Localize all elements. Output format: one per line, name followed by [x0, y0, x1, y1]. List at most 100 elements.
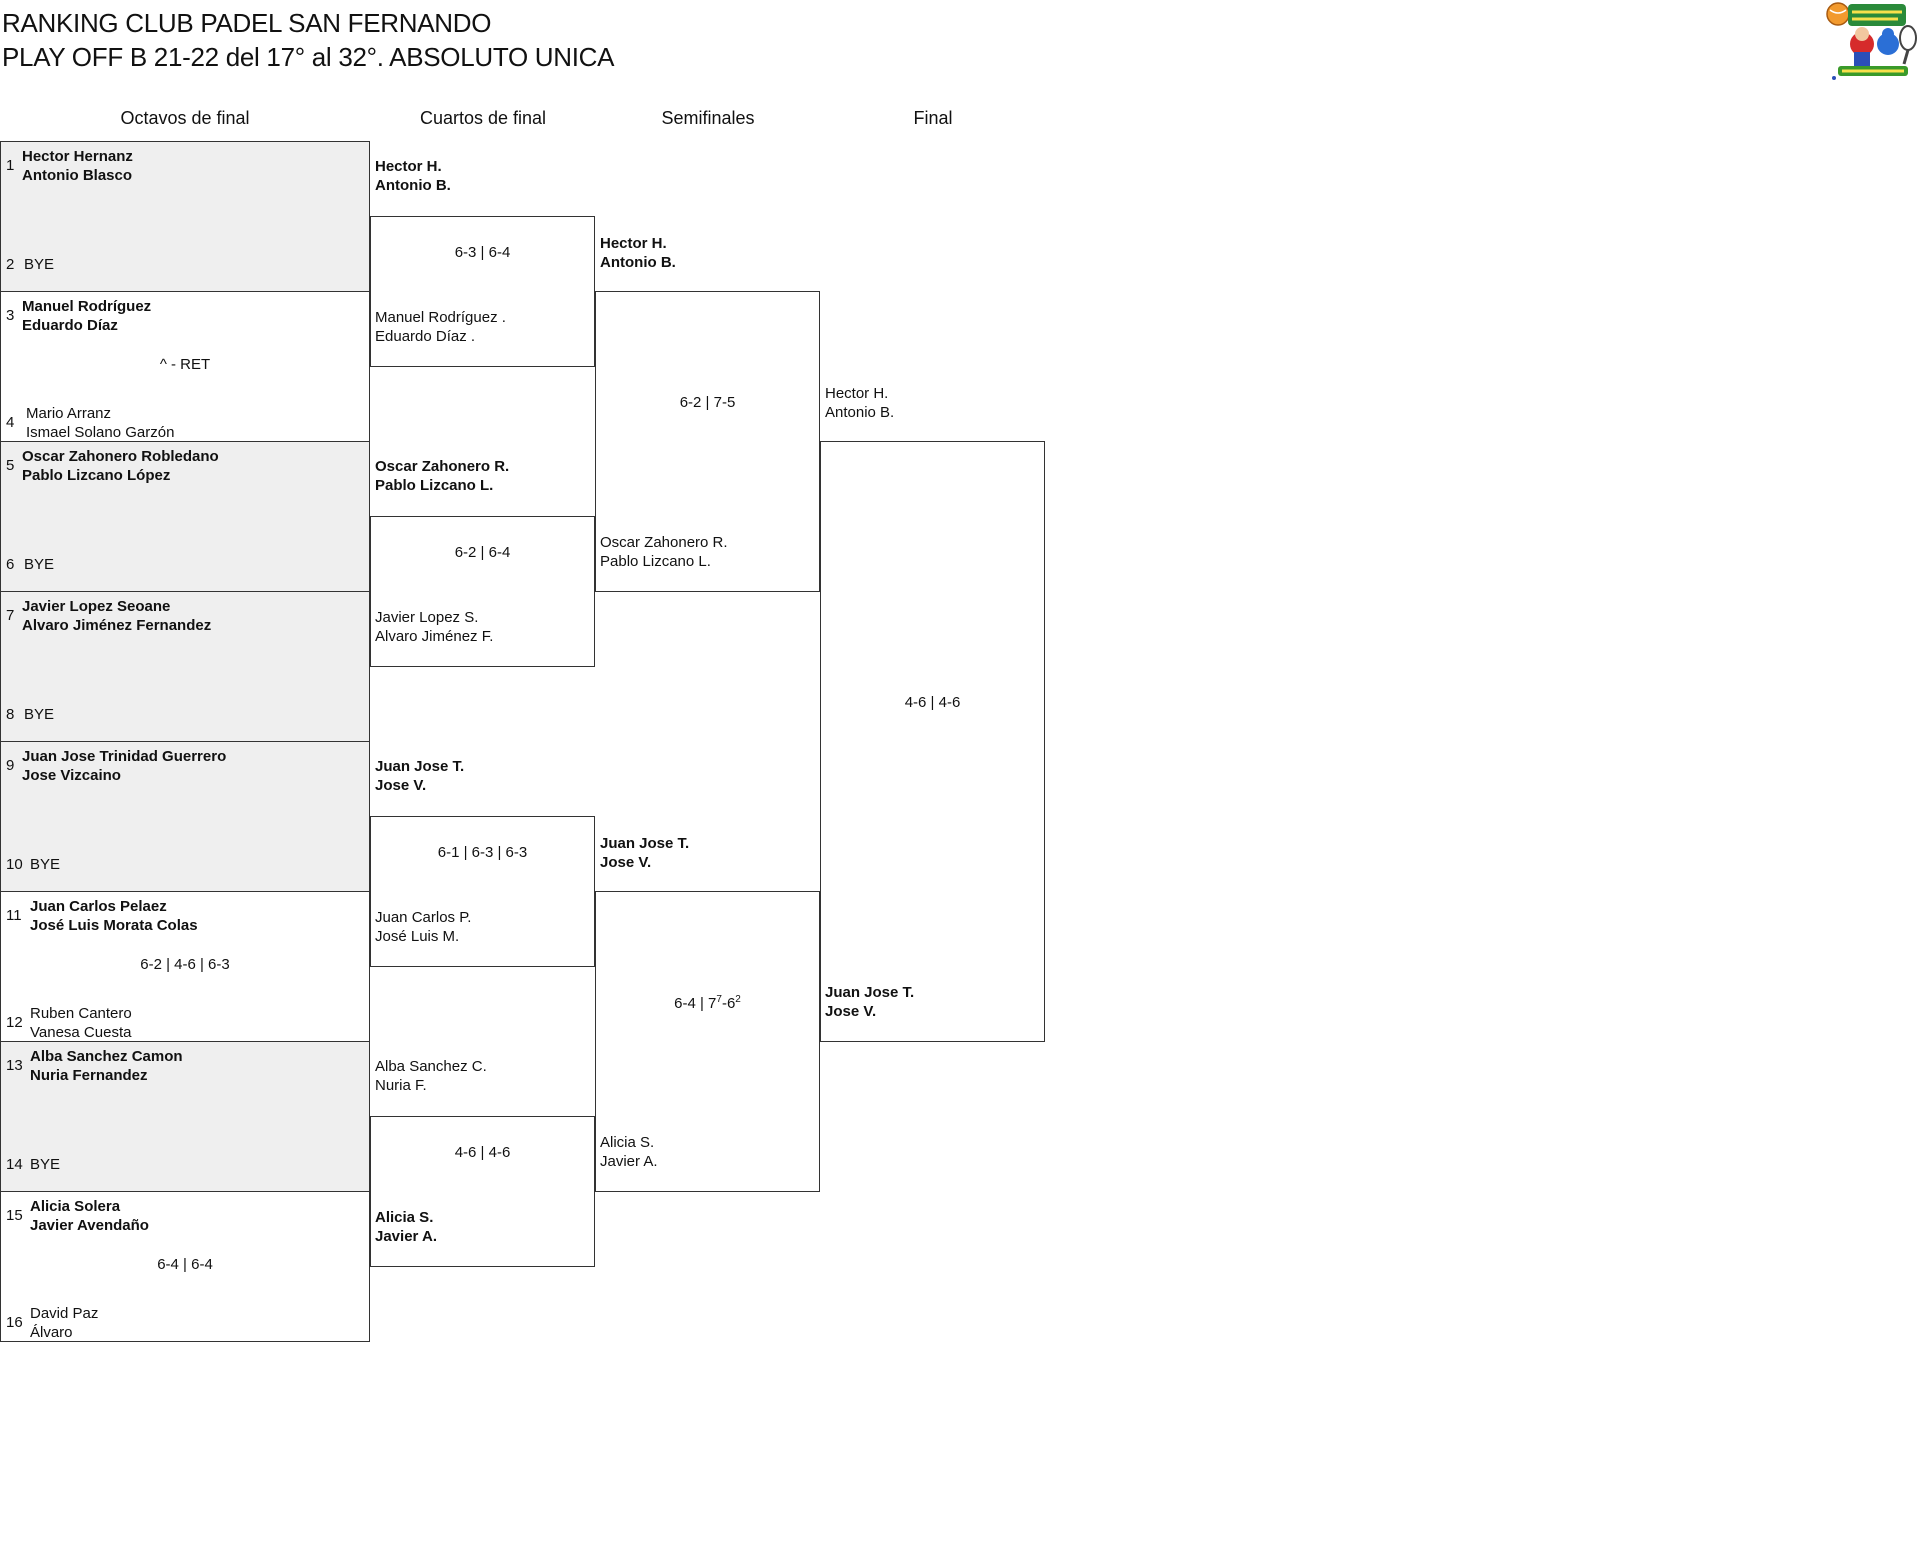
bye-label: BYE	[24, 256, 55, 273]
bye-label: BYE	[24, 556, 55, 573]
match-cell-r16	[0, 741, 370, 892]
player-name: Jose V.	[825, 1003, 877, 1020]
player-name: José Luis M.	[375, 928, 460, 945]
player-name: Oscar Zahonero R.	[600, 534, 728, 551]
player-name: Hector H.	[600, 235, 667, 252]
player-name: Álvaro	[30, 1324, 73, 1341]
bye-label: BYE	[24, 706, 55, 723]
player-name: Antonio B.	[825, 404, 895, 421]
player-name: Antonio B.	[375, 177, 451, 194]
team-names: Alicia S.Javier A.	[375, 1208, 437, 1246]
team-names: Hector H. Antonio B.	[375, 157, 451, 195]
team-names: Oscar Zahonero R. Pablo Lizcano L.	[375, 457, 509, 495]
player-name: Eduardo Díaz	[22, 317, 118, 334]
player-name: Javier Avendaño	[30, 1217, 149, 1234]
round-header: Final	[913, 108, 953, 128]
player-name: Juan Jose Trinidad Guerrero	[22, 748, 227, 765]
seed-number: 13	[6, 1057, 23, 1074]
player-name: Juan Jose T.	[600, 835, 690, 852]
player-name: Juan Jose T.	[825, 984, 915, 1001]
player-name: Mario Arranz	[26, 405, 112, 422]
player-name: Eduardo Díaz .	[375, 328, 476, 345]
seed-number: 10	[6, 856, 23, 873]
seed-number: 9	[6, 757, 15, 774]
player-name: Hector Hernanz	[22, 148, 133, 165]
team-names: Manuel Rodríguez . Eduardo Díaz .	[375, 308, 506, 346]
team-names: Juan Jose T. Jose V.	[825, 983, 914, 1021]
player-name: Nuria Fernandez	[30, 1067, 148, 1084]
seed-number: 3	[6, 307, 15, 324]
player-name: Oscar Zahonero Robledano	[22, 448, 219, 465]
player-name: Ruben Cantero	[30, 1005, 132, 1022]
player-name: Juan Carlos Pelaez	[30, 898, 167, 915]
player-name: Pablo Lizcano López	[22, 467, 171, 484]
player-name: Hector H.	[375, 158, 442, 175]
seed-number: 6	[6, 556, 15, 573]
player-name: Hector H.	[825, 385, 889, 402]
team-names: Alba Sanchez C.Nuria F.	[375, 1057, 487, 1095]
page-title: RANKING CLUB PADEL SAN FERNANDO	[2, 8, 492, 38]
player-name: Jose V.	[600, 854, 652, 871]
player-name: Juan Jose T.	[375, 758, 465, 775]
player-name: Antonio B.	[600, 254, 676, 271]
match-cell-final	[820, 441, 1045, 1042]
player-name: Antonio Blasco	[22, 167, 133, 184]
player-name: Ismael Solano Garzón	[26, 424, 175, 441]
player-name: Javier Lopez Seoane	[22, 598, 171, 615]
team-names: Juan Jose T. Jose V.	[600, 834, 689, 872]
seed-number: 1	[6, 157, 15, 174]
team-names: Alicia S. Javier A.	[600, 1133, 658, 1171]
bye-label: BYE	[30, 1156, 61, 1173]
match-cell-r16	[0, 291, 370, 442]
player-name: Javier A.	[600, 1153, 658, 1170]
player-name: Javier A.	[375, 1228, 437, 1245]
match-cell-qf	[370, 1116, 595, 1267]
player-name: Nuria F.	[375, 1077, 427, 1094]
team-names: Javier Lopez S. Alvaro Jiménez F.	[375, 608, 493, 646]
player-name: Manuel Rodríguez .	[375, 309, 506, 326]
player-name: Javier Lopez S.	[375, 609, 479, 626]
bye-label: BYE	[30, 856, 61, 873]
seed-number: 12	[6, 1014, 23, 1031]
match-score: 6-4 | 6-4	[157, 1256, 213, 1273]
team-names: Oscar Zahonero R. Pablo Lizcano L.	[600, 533, 728, 571]
seed-number: 2	[6, 256, 15, 273]
seed-number: 4	[6, 414, 15, 431]
player-name: Juan Carlos P.	[375, 909, 472, 926]
match-cell-qf	[370, 816, 595, 967]
match-cell-r16	[0, 591, 370, 742]
match-score: 6-2 | 6-4	[454, 544, 511, 561]
round-header: Semifinales	[661, 108, 755, 128]
club-logo-icon	[1826, 2, 1917, 80]
seed-number: 14	[6, 1156, 23, 1173]
team-names: Hector H. Antonio B.	[600, 234, 676, 272]
round-header: Octavos de final	[120, 108, 250, 128]
page-subtitle: PLAY OFF B 21-22 del 17° al 32°. ABSOLUT…	[2, 42, 615, 72]
seed-number: 11	[6, 907, 22, 924]
match-cell-r16	[0, 1191, 370, 1342]
player-name: Alvaro Jiménez F.	[375, 628, 494, 645]
team-names: Juan Carlos P. José Luis M.	[375, 908, 471, 946]
player-name: Alicia S.	[600, 1134, 655, 1151]
seed-number: 5	[6, 457, 15, 474]
player-name: Pablo Lizcano L.	[600, 553, 711, 570]
match-score: ^ - RET	[159, 356, 211, 373]
match-score: 6-4 | 77-62	[674, 994, 741, 1012]
player-name: Jose V.	[375, 777, 427, 794]
seed-number: 15	[6, 1207, 23, 1224]
player-name: Pablo Lizcano L.	[375, 477, 494, 494]
player-name: Oscar Zahonero R.	[375, 458, 510, 475]
match-score: 6-3 | 6-4	[454, 244, 511, 261]
match-cell-r16	[0, 1041, 370, 1192]
match-cell-sf	[595, 291, 820, 592]
match-cell-qf	[370, 516, 595, 667]
match-cell-sf	[595, 891, 820, 1192]
team-names: Juan Jose T. Jose V.	[375, 757, 464, 795]
